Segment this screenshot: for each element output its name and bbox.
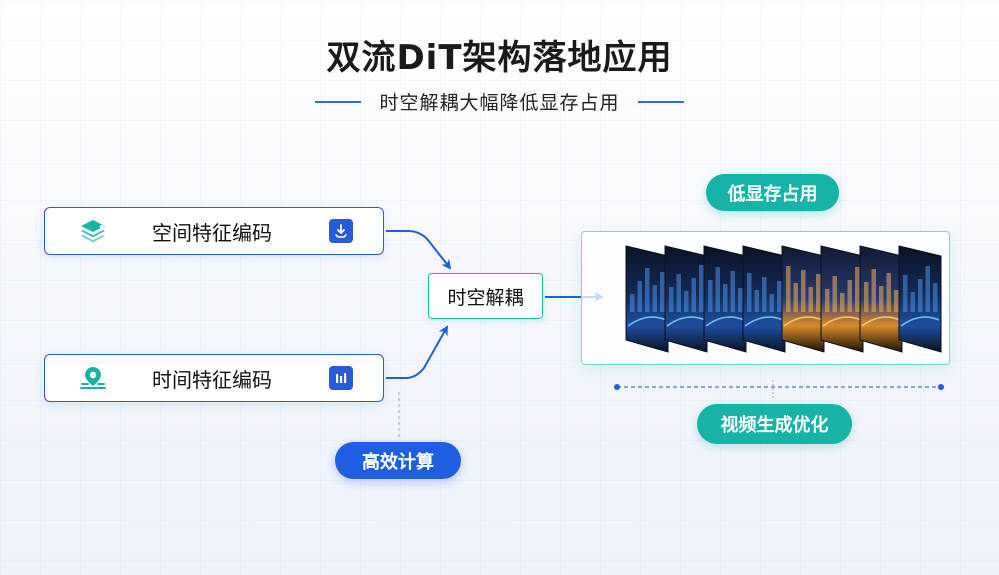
video-frame bbox=[664, 245, 708, 353]
page-title: 双流DiT架构落地应用 bbox=[326, 38, 673, 78]
subtitle-right-rule bbox=[637, 100, 684, 103]
timeline-start-dot bbox=[614, 384, 620, 390]
video-frame bbox=[742, 245, 786, 353]
timeline-end-dot bbox=[938, 384, 944, 390]
video-frame bbox=[820, 245, 864, 353]
download-icon bbox=[329, 219, 353, 243]
efficient-compute-badge: 高效计算 bbox=[335, 442, 461, 479]
video-frame bbox=[898, 245, 942, 353]
video-frame bbox=[625, 245, 669, 353]
layers-icon bbox=[79, 217, 107, 245]
subtitle-left-rule bbox=[315, 100, 362, 103]
low-memory-badge: 低显存占用 bbox=[706, 174, 839, 211]
bar-chart-icon bbox=[329, 366, 353, 390]
video-frame bbox=[859, 245, 903, 353]
subtitle-row: 时空解耦大幅降低显存占用 bbox=[0, 88, 999, 115]
video-optimization-badge: 视频生成优化 bbox=[697, 404, 852, 444]
page-subtitle: 时空解耦大幅降低显存占用 bbox=[379, 92, 620, 114]
video-frame bbox=[781, 245, 825, 353]
temporal-encoder-label: 时间特征编码 bbox=[152, 367, 272, 392]
spatial-to-decouple-arrow bbox=[386, 230, 452, 270]
spatial-encoder-card: 空间特征编码 bbox=[44, 207, 384, 255]
video-frame bbox=[703, 245, 747, 353]
spatial-encoder-label: 空间特征编码 bbox=[152, 220, 272, 245]
temporal-encoder-card: 时间特征编码 bbox=[44, 354, 384, 402]
temporal-to-decouple-arrow bbox=[386, 325, 448, 379]
location-pin-icon bbox=[79, 364, 107, 392]
decouple-node: 时空解耦 bbox=[428, 273, 543, 319]
